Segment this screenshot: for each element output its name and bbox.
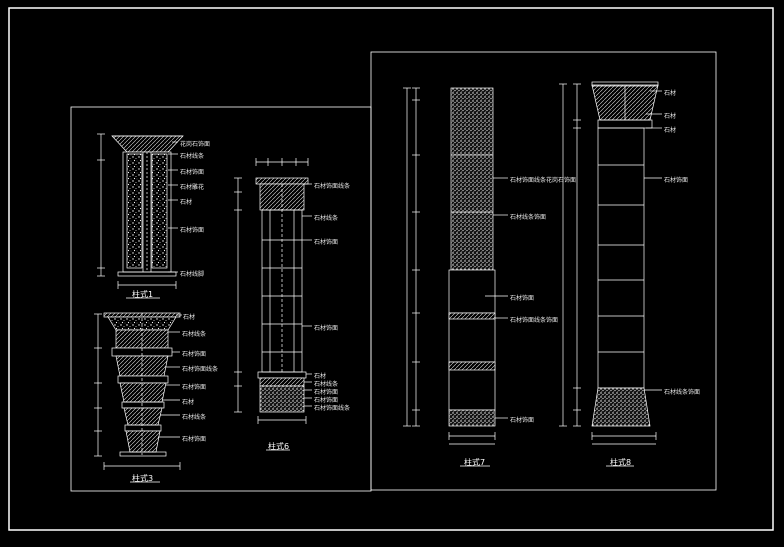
note-col1-6: 石材线脚 <box>180 271 205 278</box>
caption-col7: 柱式7 <box>464 458 486 467</box>
note-col7-3: 石材饰面线条饰面 <box>510 317 559 324</box>
note-col8-0: 石材 <box>664 90 677 97</box>
note-col6-8: 石材饰面线条 <box>314 405 351 412</box>
note-col3-7: 石材饰面 <box>182 436 207 443</box>
outer-border <box>8 7 774 531</box>
note-col1-3: 石材雕花 <box>180 184 205 191</box>
note-col8-2: 石材 <box>664 127 677 134</box>
note-col6-0: 石材饰面线条 <box>314 183 351 190</box>
note-col3-5: 石材 <box>182 399 195 406</box>
note-col3-1: 石材线条 <box>182 331 207 338</box>
note-col1-2: 石材饰面 <box>180 169 205 176</box>
note-col7-1: 石材线条饰面 <box>510 214 547 221</box>
caption-col6: 柱式6 <box>268 442 290 451</box>
note-col6-2: 石材饰面 <box>314 239 339 246</box>
note-col1-0: 花岗石饰面 <box>180 141 211 148</box>
note-col1-1: 石材线条 <box>180 153 205 160</box>
caption-col3: 柱式3 <box>132 474 154 483</box>
note-col1-5: 石材饰面 <box>180 227 205 234</box>
right-panel-frame <box>370 51 717 491</box>
note-col3-6: 石材线条 <box>182 414 207 421</box>
column-6-section <box>234 158 312 451</box>
note-col8-4: 石材线条饰面 <box>664 389 701 396</box>
note-col6-5: 石材线条 <box>314 381 339 388</box>
column-7-elevation <box>403 87 508 467</box>
note-col1-4: 石材 <box>180 199 193 206</box>
note-col8-3: 石材饰面 <box>664 177 689 184</box>
note-col3-0: 石材 <box>183 314 196 321</box>
caption-col1: 柱式1 <box>132 290 154 299</box>
note-col6-6: 石材饰面 <box>314 389 339 396</box>
column-3-elevation <box>94 312 182 483</box>
note-col7-0: 石材饰面线条花岗石饰面 <box>510 177 577 184</box>
caption-col8: 柱式8 <box>610 458 632 467</box>
left-panel-frame <box>70 106 372 492</box>
note-col3-3: 石材饰面线条 <box>182 366 219 373</box>
note-col3-4: 石材饰面 <box>182 384 207 391</box>
note-col7-4: 石材饰面 <box>510 417 535 424</box>
note-col6-7: 石材饰面 <box>314 397 339 404</box>
note-col3-2: 石材饰面 <box>182 351 207 358</box>
note-col6-1: 石材线条 <box>314 215 339 222</box>
column-8-elevation <box>559 81 662 467</box>
note-col6-3: 石材饰面 <box>314 325 339 332</box>
note-col6-4: 石材 <box>314 373 327 380</box>
column-1-elevation <box>97 133 184 299</box>
note-col8-1: 石材 <box>664 113 677 120</box>
note-col7-2: 石材饰面 <box>510 295 535 302</box>
